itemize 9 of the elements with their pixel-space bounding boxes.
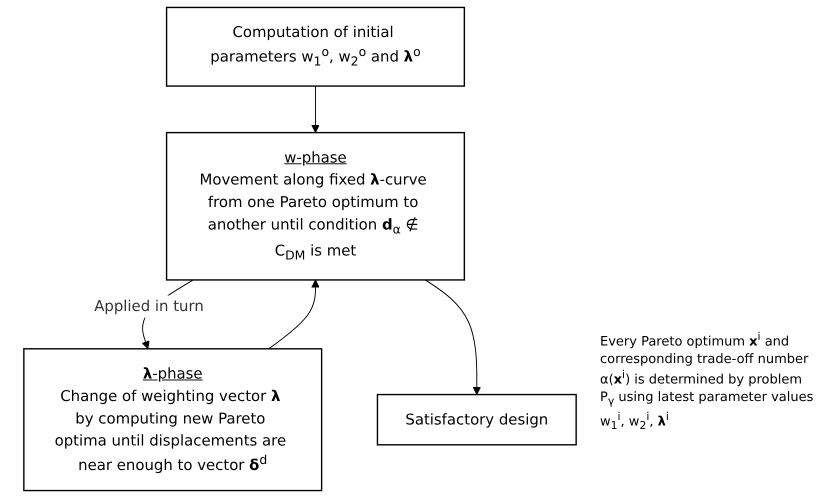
node-box: w-phase Movement along fixed λ-curve from one Pareto optimum to another until condition d$_{α}$ ∉ C$_{DM}$ is met: [166, 132, 466, 281]
node-box: Satisfactory design: [376, 394, 577, 446]
arrow: [424, 279, 481, 395]
node-box: Computation of initial parameters w$_{1}$$^{o}$, w$_{2}$$^{o}$ and λ$^{o}$: [166, 6, 466, 87]
arrow: [268, 280, 320, 350]
edge-label: Applied in turn: [94, 297, 204, 315]
node-box: λ-phase Change of weighting vector λ by computing new Pareto optima until displacements are near enough to vector δ$^{d}$: [23, 348, 322, 492]
note-text: Every Pareto optimum x$^{i}$ and corresponding trade-off number α(x$^{i}$) is determined by problem P$_{γ}$ using latest parameter values w$_{1}$$^{i}$, w$_{2}$$^{i}$, λ$^{i}$: [600, 330, 814, 434]
arrow: [311, 86, 320, 133]
